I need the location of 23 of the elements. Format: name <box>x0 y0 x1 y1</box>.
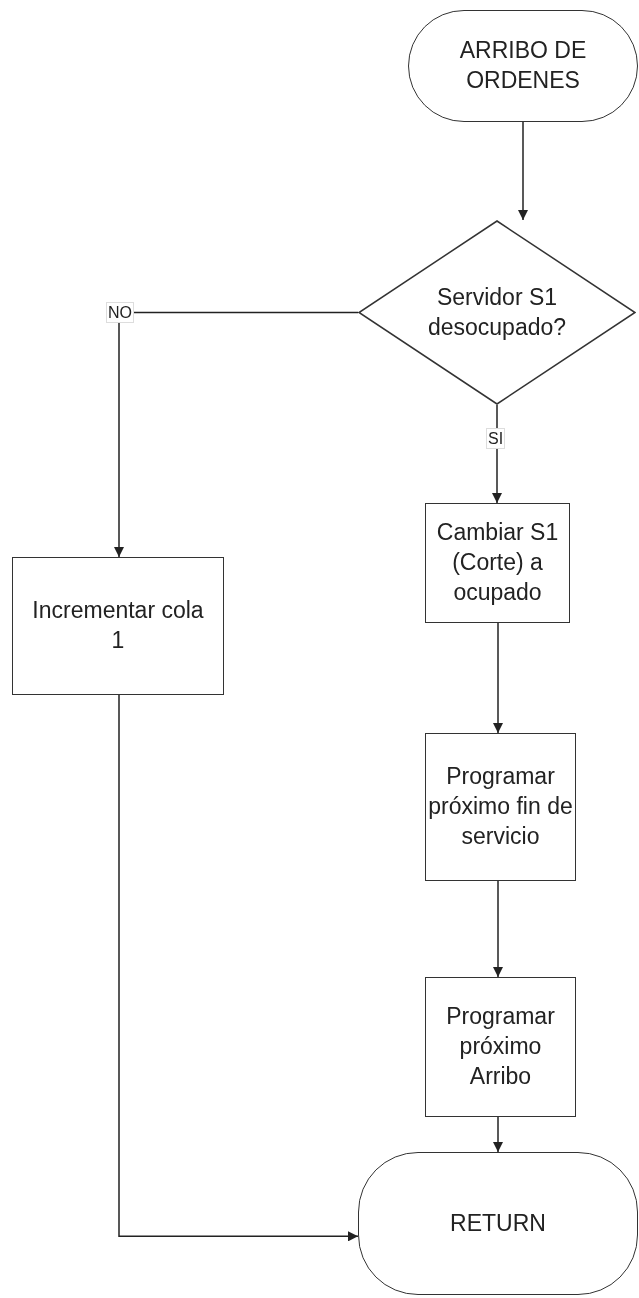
process-box <box>425 503 570 623</box>
process-box <box>12 557 224 695</box>
decision-diamond <box>358 220 636 405</box>
node-text: Incrementar cola 1 <box>31 596 205 655</box>
node-text: RETURN <box>450 1208 546 1238</box>
node-text: Servidor S1 desocupado? <box>426 282 568 342</box>
edge-label: NO <box>106 302 134 324</box>
node-text: Cambiar S1 (Corte) a ocupado <box>435 518 560 607</box>
arrow <box>518 121 528 221</box>
process-box <box>425 733 576 881</box>
arrow <box>493 622 503 734</box>
process-box <box>425 977 576 1117</box>
edge-label: SI <box>486 428 506 450</box>
arrow <box>118 694 359 1242</box>
node-text: Programar próximo Arribo <box>445 1002 556 1091</box>
terminal-box <box>358 1152 638 1295</box>
arrow <box>492 404 502 504</box>
arrow <box>114 311 359 558</box>
node-text: ARRIBO DE ORDENES <box>458 36 588 95</box>
node-text: Programar próximo fin de servicio <box>427 762 574 851</box>
arrow <box>493 1116 503 1153</box>
arrow <box>493 880 503 978</box>
terminal-box <box>408 10 638 122</box>
